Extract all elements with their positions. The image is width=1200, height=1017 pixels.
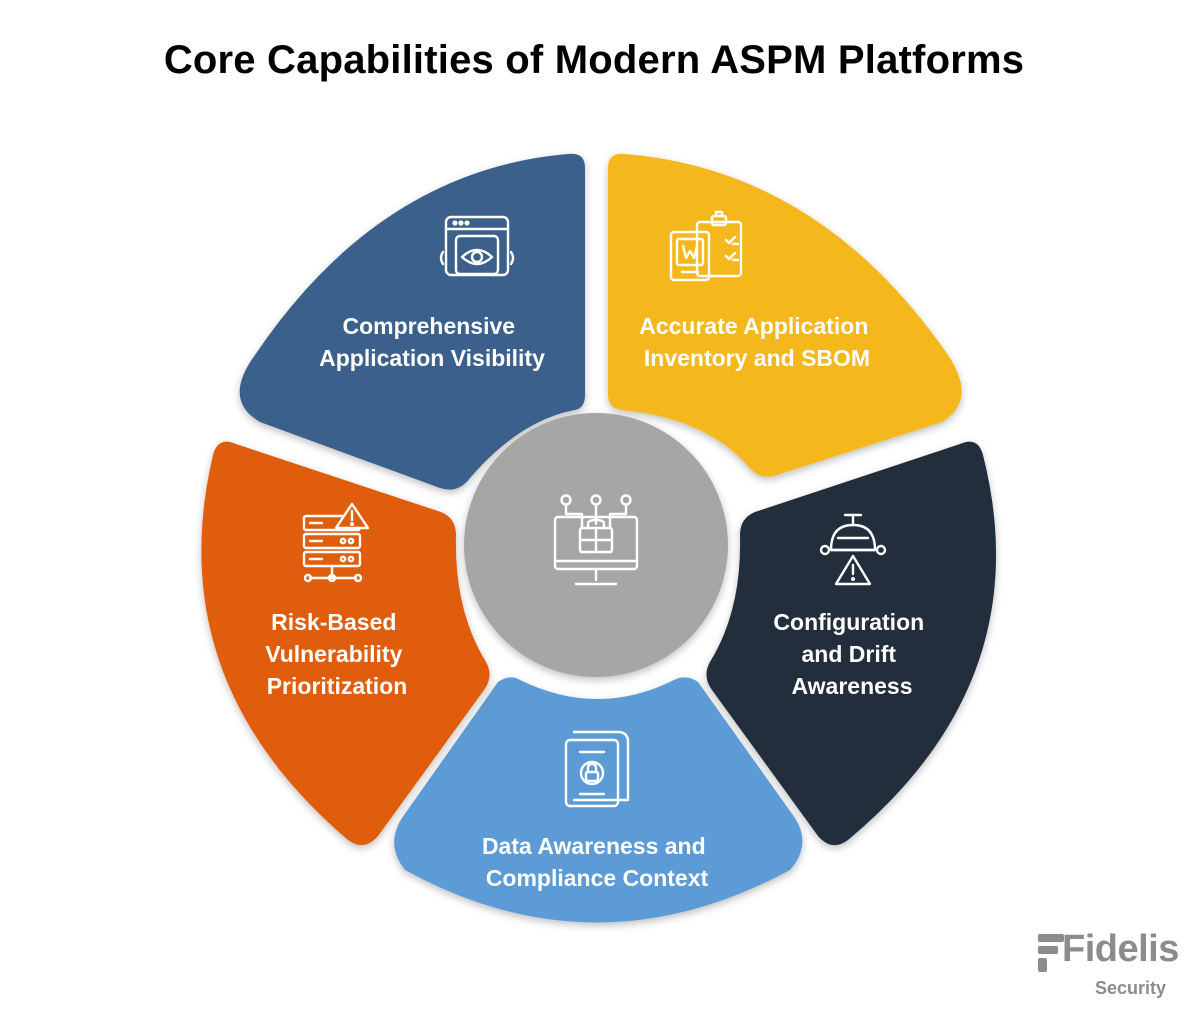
lock-document-icon [564, 730, 630, 808]
center-hub [464, 413, 728, 677]
warning-robot-icon [819, 513, 887, 586]
segment-label-inventory-sbom: Accurate Application Inventory and SBOM [639, 313, 875, 371]
eye-monitor-icon [439, 215, 515, 277]
fidelis-logo-icon [1038, 934, 1064, 972]
segment-label-configuration-drift: Configuration and Drift Awareness [773, 609, 930, 699]
logo-subtitle: Security [1094, 978, 1166, 998]
segment-label-data-compliance: Data Awareness and Compliance Context [482, 833, 712, 891]
logo-wordmark: Fidelis [1062, 928, 1179, 970]
segment-inventory-sbom: Accurate Application Inventory and SBOM [608, 153, 962, 477]
segment-application-visibility: Comprehensive Application Visibility [239, 153, 585, 490]
segment-data-compliance: Data Awareness and Compliance Context [394, 677, 803, 923]
segment-label-application-visibility: Comprehensive Application Visibility [319, 313, 545, 371]
clipboard-checklist-icon [669, 210, 743, 282]
segment-label-vulnerability-prioritization: Risk-Based Vulnerability Prioritization [265, 609, 409, 699]
fidelis-security-logo: Fidelis Security [1030, 928, 1180, 1000]
server-warning-icon [302, 502, 370, 583]
segment-configuration-drift: Configuration and Drift Awareness [706, 441, 997, 846]
secure-monitor-network-icon [553, 494, 639, 586]
segment-vulnerability-prioritization: Risk-Based Vulnerability Prioritization [201, 441, 490, 846]
page-title: Core Capabilities of Modern ASPM Platfor… [163, 38, 1025, 82]
